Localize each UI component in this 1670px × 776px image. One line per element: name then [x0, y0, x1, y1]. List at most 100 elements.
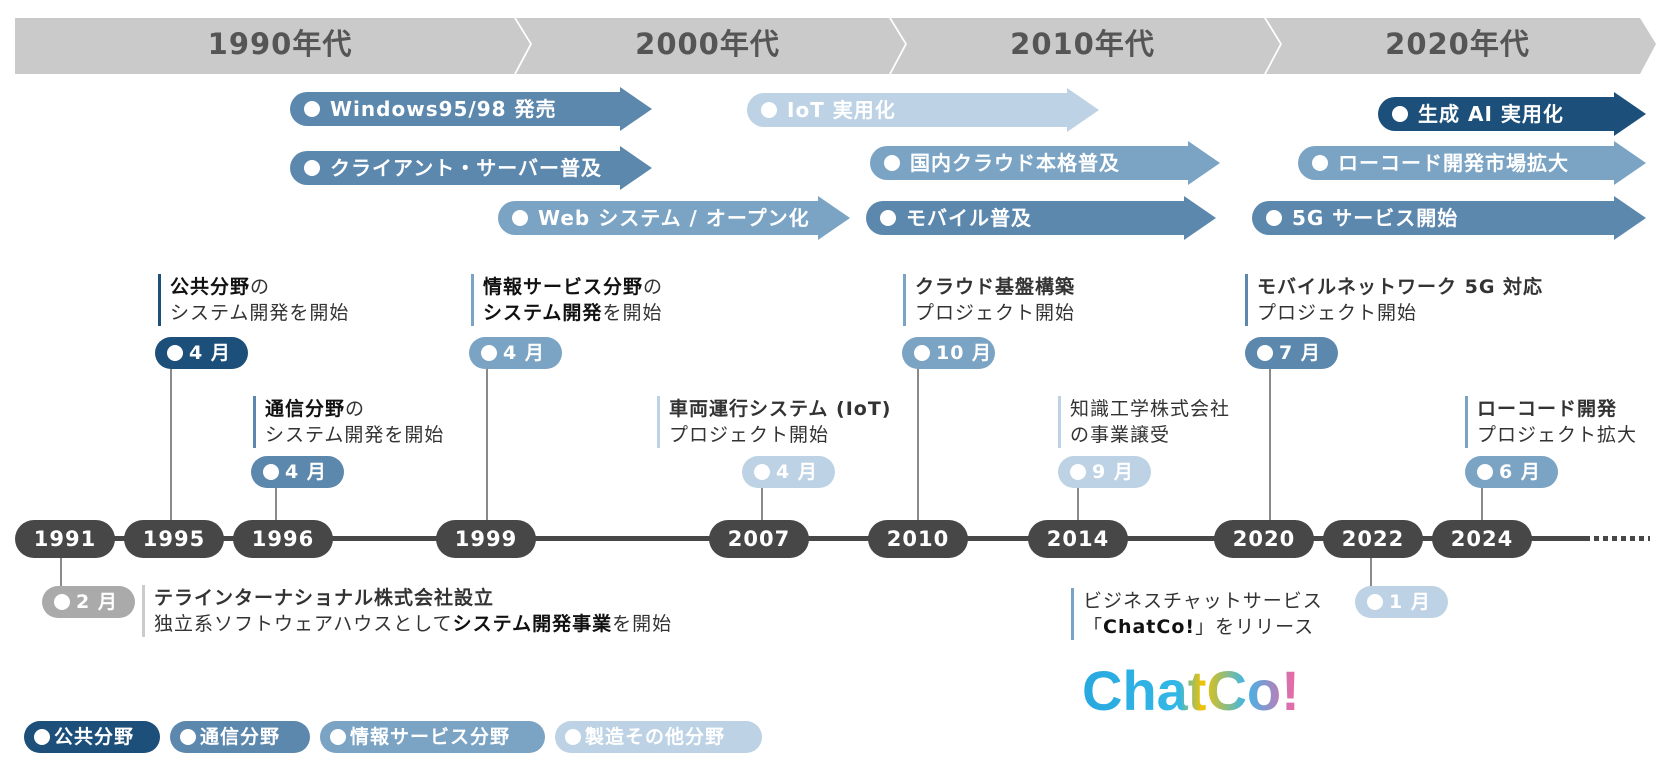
trend-label: 国内クラウド本格普及 — [910, 151, 1120, 175]
year-pill-2022: 2022 — [1323, 520, 1423, 558]
event-title: ビジネスチャットサービス — [1083, 590, 1323, 612]
event-description: システム開発を開始 — [265, 424, 445, 446]
connector-line — [1269, 368, 1271, 523]
event-1999-info-services: 情報サービス分野の システム開発を開始 — [471, 274, 663, 326]
connector-line — [1481, 488, 1483, 523]
event-2020-5g: モバイルネットワーク 5G 対応 プロジェクト開始 — [1245, 274, 1543, 326]
event-title: 情報サービス分野の — [483, 276, 664, 298]
event-description: 「ChatCo!」をリリース — [1083, 616, 1315, 638]
trend-label: モバイル普及 — [906, 206, 1032, 230]
event-description: プロジェクト拡大 — [1477, 424, 1638, 446]
trend-label: IoT 実用化 — [787, 98, 896, 122]
bullet-icon — [1392, 106, 1408, 122]
legend-label: 通信分野 — [200, 726, 281, 748]
event-2007-vehicle-iot: 車両運行システム (IoT) プロジェクト開始 — [657, 396, 892, 448]
decade-chevron-2020s — [1266, 18, 1656, 74]
bullet-icon — [1477, 464, 1493, 480]
connector-line — [170, 368, 172, 523]
month-pill-2022: 1 月 — [1355, 586, 1448, 618]
bullet-icon — [880, 210, 896, 226]
event-title: 通信分野の — [265, 398, 366, 420]
event-title: クラウド基盤構築 — [915, 276, 1076, 298]
year-pill-2014: 2014 — [1028, 520, 1128, 558]
month-label: 4 月 — [285, 461, 327, 483]
year-pill-2010: 2010 — [868, 520, 968, 558]
trend-arrow-cloud: 国内クラウド本格普及 — [870, 141, 1220, 185]
event-description: システム開発を開始 — [170, 302, 350, 324]
connector-line — [761, 488, 763, 523]
decade-chevron-2000s — [516, 18, 905, 74]
bullet-icon — [330, 729, 346, 745]
month-label: 4 月 — [503, 342, 545, 364]
decade-label-2000s: 2000年代 — [635, 27, 780, 61]
trend-arrow-mobile: モバイル普及 — [866, 196, 1216, 240]
timeline-axis — [40, 536, 1590, 541]
trend-label: Web システム / オープン化 — [538, 206, 810, 230]
trend-label: クライアント・サーバー普及 — [330, 156, 602, 180]
legend-label: 情報サービス分野 — [350, 726, 511, 748]
bullet-icon — [914, 345, 930, 361]
year-pill-2024: 2024 — [1432, 520, 1532, 558]
month-pill-1991: 2 月 — [42, 586, 135, 618]
bullet-icon — [167, 345, 183, 361]
event-title: モバイルネットワーク 5G 対応 — [1257, 276, 1544, 298]
year-pill-1995: 1995 — [124, 520, 224, 558]
bullet-icon — [1257, 345, 1273, 361]
event-2010-cloud: クラウド基盤構築 プロジェクト開始 — [903, 274, 1075, 326]
year-pill-2020: 2020 — [1214, 520, 1314, 558]
bullet-icon — [304, 160, 320, 176]
month-pill-2010: 10 月 — [902, 337, 995, 369]
trend-arrow-client-server: クライアント・サーバー普及 — [290, 146, 652, 190]
event-description: プロジェクト開始 — [1257, 302, 1418, 324]
event-description: プロジェクト開始 — [669, 424, 830, 446]
trend-label: 5G サービス開始 — [1292, 206, 1459, 230]
bullet-icon — [1312, 155, 1328, 171]
trend-arrow-5g: 5G サービス開始 — [1252, 196, 1646, 240]
trend-arrow-windows: Windows95/98 発売 — [290, 87, 652, 131]
bullet-icon — [761, 102, 777, 118]
month-label: 9 月 — [1092, 461, 1134, 483]
decade-band — [15, 18, 1656, 74]
trend-label: ローコード開発市場拡大 — [1338, 151, 1569, 175]
month-pill-2024: 6 月 — [1465, 456, 1558, 488]
trend-label: Windows95/98 発売 — [330, 97, 557, 121]
svg-text:ChatCo!: ChatCo! — [1082, 659, 1300, 722]
year-pill-1996: 1996 — [233, 520, 333, 558]
event-title: ローコード開発 — [1477, 398, 1618, 420]
decade-chevron-1990s — [15, 18, 530, 74]
event-1995-public-sector: 公共分野の システム開発を開始 — [158, 274, 349, 326]
decade-label-1990s: 1990年代 — [207, 27, 353, 61]
bullet-icon — [884, 155, 900, 171]
legend-item-public: 公共分野 — [24, 721, 160, 753]
legend-item-manufacturing-other: 製造その他分野 — [555, 721, 762, 753]
connector-line — [917, 368, 919, 523]
month-label: 1 月 — [1389, 591, 1431, 613]
event-description: プロジェクト開始 — [915, 302, 1076, 324]
bullet-icon — [512, 210, 528, 226]
bullet-icon — [1070, 464, 1086, 480]
trend-arrow-generative-ai: 生成 AI 実用化 — [1378, 92, 1646, 136]
event-description: システム開発を開始 — [483, 302, 663, 324]
bullet-icon — [754, 464, 770, 480]
legend-label: 製造その他分野 — [585, 726, 726, 748]
bullet-icon — [54, 594, 70, 610]
connector-line — [60, 556, 62, 590]
trend-arrow-iot: IoT 実用化 — [747, 88, 1099, 132]
month-pill-2007: 4 月 — [742, 456, 835, 488]
event-title: 知識工学株式会社 — [1070, 398, 1231, 420]
trend-label: 生成 AI 実用化 — [1418, 102, 1564, 126]
bullet-icon — [180, 729, 196, 745]
event-2022-chatco: ビジネスチャットサービス 「ChatCo!」をリリース — [1071, 588, 1323, 640]
bullet-icon — [263, 464, 279, 480]
bullet-icon — [481, 345, 497, 361]
month-label: 4 月 — [776, 461, 818, 483]
connector-line — [1370, 556, 1372, 590]
bullet-icon — [1266, 210, 1282, 226]
event-1991-founding: テラインターナショナル株式会社設立 独立系ソフトウェアハウスとしてシステム開発事… — [142, 585, 672, 637]
connector-line — [486, 368, 488, 523]
month-pill-2020: 7 月 — [1245, 337, 1338, 369]
event-description: 独立系ソフトウェアハウスとしてシステム開発事業を開始 — [154, 613, 673, 635]
trend-arrow-web-system: Web システム / オープン化 — [498, 196, 850, 240]
event-title: 車両運行システム (IoT) — [669, 398, 892, 420]
month-label: 2 月 — [76, 591, 118, 613]
